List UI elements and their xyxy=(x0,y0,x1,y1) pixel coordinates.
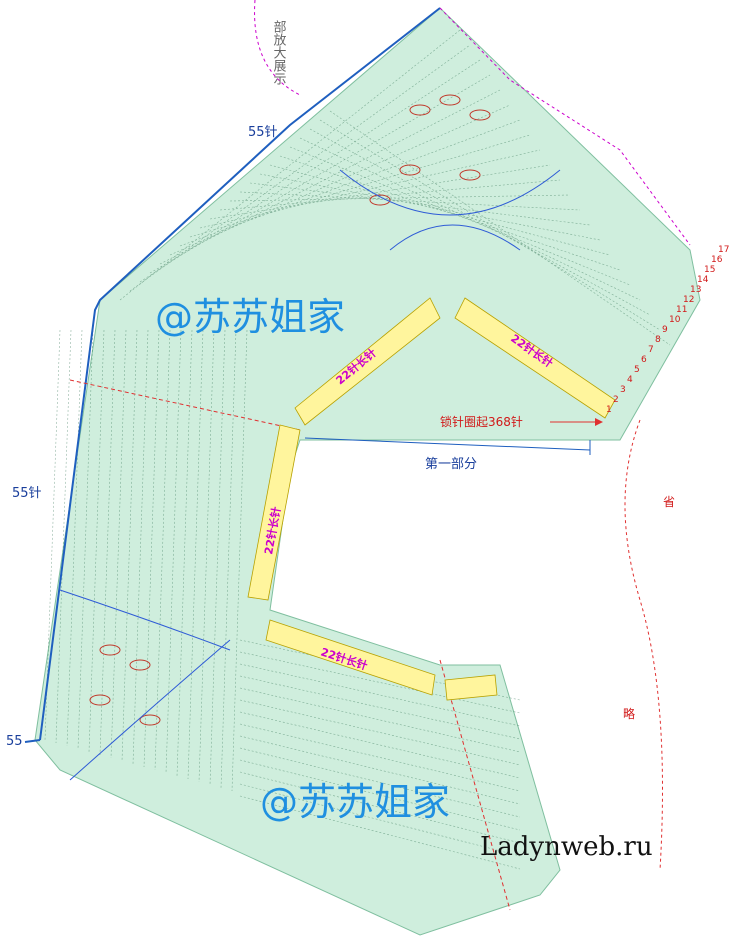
row-number: 14 xyxy=(697,275,709,285)
watermark-site: Ladynweb.ru xyxy=(480,832,653,862)
row-number: 10 xyxy=(669,315,681,325)
stitch-row xyxy=(309,128,651,316)
motif-bottom xyxy=(59,589,231,781)
outline-dashed xyxy=(439,7,691,246)
watermark-bottom: @苏苏姐家 xyxy=(260,780,450,824)
stitch-row xyxy=(119,29,461,301)
stitch-row xyxy=(299,137,641,301)
center-line-b xyxy=(439,659,511,911)
stitch-rows xyxy=(44,29,671,870)
dc-blocks xyxy=(247,297,616,701)
stitch-row xyxy=(132,329,149,765)
stitch-row xyxy=(239,795,521,870)
stitch-row xyxy=(143,329,160,768)
top-note-label: 部放大展示 xyxy=(271,20,287,85)
stitch-row xyxy=(239,783,521,857)
dc-block-1 xyxy=(294,297,441,426)
row-number: 3 xyxy=(620,385,626,395)
row-number: 11 xyxy=(676,305,687,315)
omitted-label-b: 略 xyxy=(623,706,635,721)
chain-start-label: 锁针圈起368针 xyxy=(440,414,523,429)
stitch-row xyxy=(239,771,521,844)
stitch-row xyxy=(55,329,72,744)
stitch-row xyxy=(169,104,511,256)
stitch-row xyxy=(231,329,248,792)
row-number: 2 xyxy=(613,395,619,405)
stitch-row xyxy=(239,759,521,831)
dc-block-4 xyxy=(265,619,436,696)
motif-top xyxy=(339,94,561,251)
stitch-row xyxy=(239,191,581,211)
row-number: 17 xyxy=(718,245,729,255)
top-note-curve xyxy=(254,0,301,96)
part-one-label: 第一部分 xyxy=(425,457,477,472)
dc-block-3 xyxy=(247,424,301,601)
row-number: 15 xyxy=(704,265,715,275)
omitted-curve xyxy=(624,419,663,871)
dc-block-2 xyxy=(454,297,616,419)
row-number: 7 xyxy=(648,345,654,355)
stitch-row xyxy=(259,173,601,241)
stitch-row xyxy=(209,164,551,220)
row-number: 5 xyxy=(634,365,640,375)
row-number: 4 xyxy=(627,375,633,385)
outer-edge-line xyxy=(39,7,441,741)
dc-block-5 xyxy=(444,674,498,701)
row-number: 9 xyxy=(662,325,668,335)
stitch-row xyxy=(165,329,182,774)
stitch-row xyxy=(66,329,83,747)
stitch-row xyxy=(219,179,561,211)
row-number: 1 xyxy=(606,405,612,415)
stitch-row xyxy=(187,329,204,780)
omitted-label-a: 省 xyxy=(663,495,675,509)
chart-body xyxy=(34,7,701,936)
stitch-row xyxy=(154,329,171,771)
row-number: 12 xyxy=(683,295,694,305)
stitch-row xyxy=(269,164,611,256)
stitch-row xyxy=(249,182,591,226)
stitches-left-label: 55针 xyxy=(12,486,42,501)
stitch-row xyxy=(198,329,215,783)
stitch-row xyxy=(239,747,521,818)
row-number: 6 xyxy=(641,355,647,365)
stitches-top-label: 55针 xyxy=(248,125,278,140)
stitch-row xyxy=(129,44,471,292)
part-one-line xyxy=(304,437,591,451)
stitch-row xyxy=(99,329,116,756)
stitch-row xyxy=(329,110,671,346)
stitch-row xyxy=(179,119,521,247)
chain-start-arrowhead xyxy=(595,418,603,426)
stitches-bottom-left-label: 55 xyxy=(6,734,23,749)
bottom-left-edge xyxy=(24,739,41,743)
row-number: 13 xyxy=(690,285,701,295)
watermark-top: @苏苏姐家 xyxy=(155,295,345,339)
stitch-row xyxy=(220,329,237,789)
stitch-row xyxy=(319,119,661,331)
stitch-row xyxy=(44,329,61,741)
center-line-a xyxy=(69,379,301,431)
stitch-row xyxy=(189,134,531,238)
stitch-row xyxy=(110,329,127,759)
stitch-row xyxy=(77,329,94,750)
stitch-row xyxy=(289,146,631,286)
row-number: 16 xyxy=(711,255,723,265)
stitch-row xyxy=(239,735,521,805)
row-number: 8 xyxy=(655,335,661,345)
stitch-row xyxy=(229,194,571,202)
